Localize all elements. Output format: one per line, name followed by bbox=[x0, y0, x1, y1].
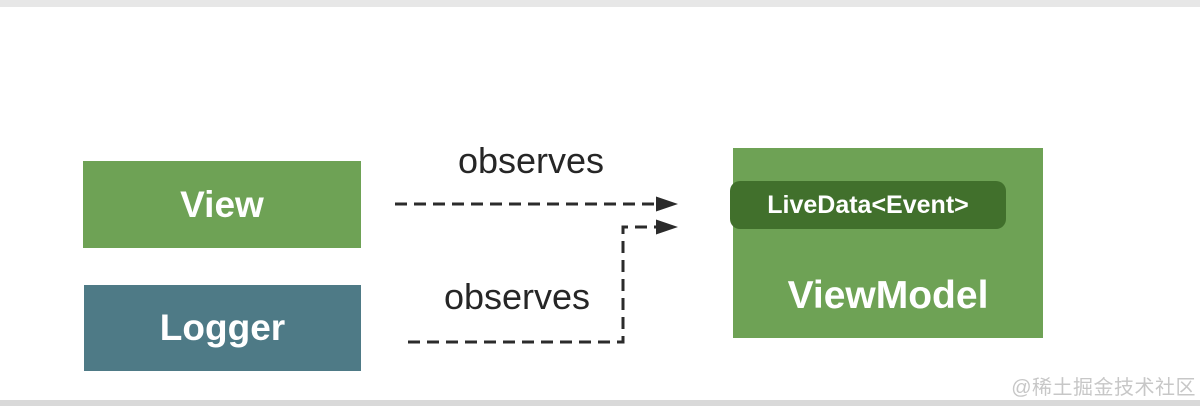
view-node-label: View bbox=[180, 183, 264, 225]
arrowhead-logger-to-livedata bbox=[656, 219, 678, 235]
viewmodel-node: LiveData<Event> ViewModel bbox=[730, 148, 1043, 338]
top-divider bbox=[0, 0, 1200, 7]
bottom-divider bbox=[0, 400, 1200, 406]
livedata-badge-label: LiveData<Event> bbox=[767, 190, 969, 219]
livedata-badge: LiveData<Event> bbox=[730, 181, 1006, 229]
watermark: @稀土掘金技术社区 bbox=[1011, 377, 1196, 399]
observes-label-logger: observes bbox=[443, 276, 591, 317]
logger-node-label: Logger bbox=[159, 307, 286, 348]
logger-node: Logger bbox=[84, 285, 361, 371]
view-node: View bbox=[83, 161, 361, 248]
arrowhead-view-to-livedata bbox=[656, 196, 678, 212]
observes-label-view: observes bbox=[457, 140, 605, 181]
viewmodel-node-label: ViewModel bbox=[787, 274, 989, 317]
